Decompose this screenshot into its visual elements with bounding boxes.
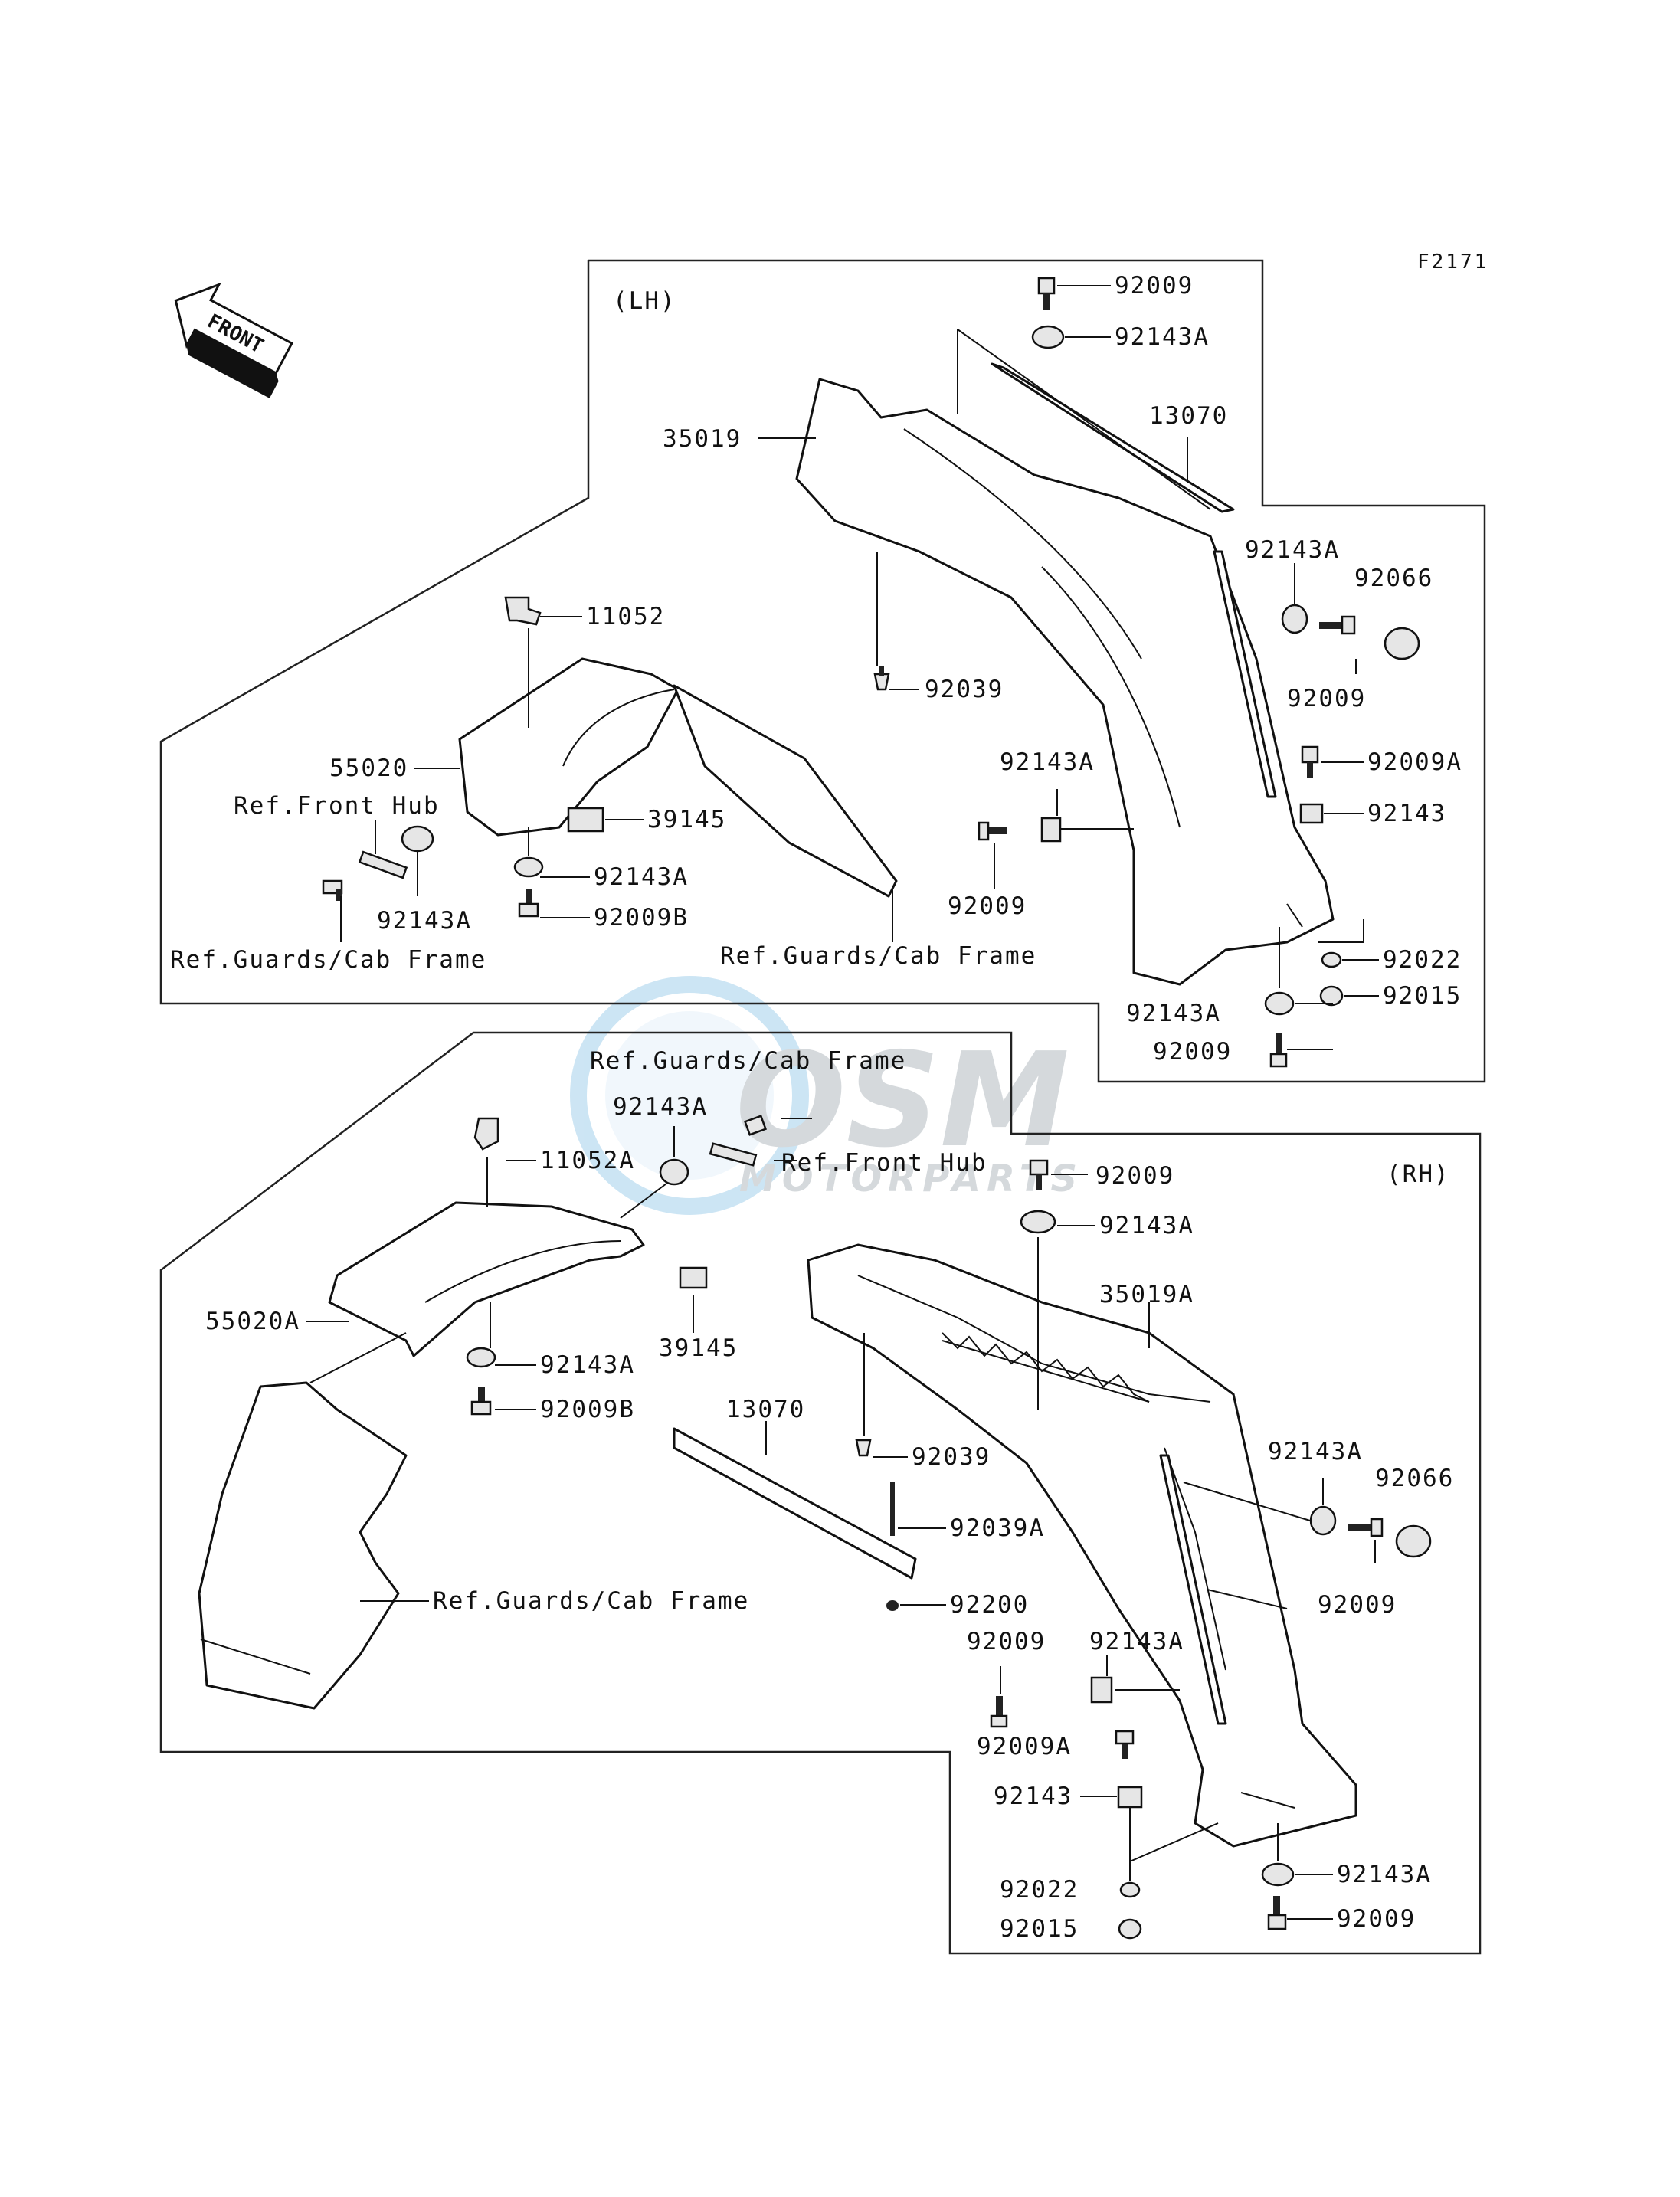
lh-label-92009B: 92009B <box>594 904 689 932</box>
rh-label-92143A-l: 92143A <box>540 1351 635 1379</box>
rh-mudguard-55020A <box>328 1201 645 1357</box>
lh-label-ref-guards-1: Ref.Guards/Cab Frame <box>170 946 486 974</box>
rh-guard-panel <box>198 1381 408 1710</box>
watermark-sub: MOTORPARTS <box>739 1157 1083 1200</box>
rh-label-92009-bot: 92009 <box>1337 1905 1416 1933</box>
rh-label-13070: 13070 <box>726 1396 805 1423</box>
rh-hardware <box>466 1115 1432 1940</box>
front-arrow-icon: FRONT <box>174 282 293 398</box>
rh-label-92009-r: 92009 <box>1318 1591 1397 1619</box>
rh-frame <box>159 1031 1482 1955</box>
rh-label-92143: 92143 <box>994 1783 1073 1810</box>
lh-label-92143: 92143 <box>1367 800 1446 827</box>
diagram-code: F2171 <box>1417 250 1488 273</box>
lh-mudguard-55020 <box>458 657 898 898</box>
lh-label-92009-top: 92009 <box>1115 272 1194 300</box>
rh-label-92009-top: 92009 <box>1095 1162 1174 1190</box>
rh-label-39145: 39145 <box>659 1334 738 1362</box>
rh-label-92009A: 92009A <box>977 1733 1072 1760</box>
lh-label-92066: 92066 <box>1354 565 1433 592</box>
rh-label-92066: 92066 <box>1375 1465 1454 1492</box>
lh-label-92143A-top: 92143A <box>1115 323 1210 351</box>
rh-label-35019A: 35019A <box>1099 1281 1194 1308</box>
lh-section-label: (LH) <box>613 287 676 315</box>
rh-section-label: (RH) <box>1387 1161 1450 1188</box>
rh-label-92143A-top: 92143A <box>1099 1212 1194 1239</box>
lh-strip-13070 <box>957 329 1235 513</box>
lh-fender-35019 <box>795 378 1335 986</box>
rh-label-ref-front-hub: Ref.Front Hub <box>781 1149 987 1177</box>
rh-label-92143A-r: 92143A <box>1268 1438 1363 1465</box>
lh-side-strip <box>1213 550 1277 798</box>
rh-label-92009-mid: 92009 <box>967 1628 1046 1655</box>
lh-label-92143A-bot: 92143A <box>1126 1000 1221 1027</box>
rh-label-ref-guards-bot: Ref.Guards/Cab Frame <box>433 1587 749 1615</box>
rh-fender-vents <box>942 1332 1150 1403</box>
rh-label-92022: 92022 <box>1000 1876 1079 1904</box>
lh-label-92143A-l2: 92143A <box>377 907 472 935</box>
lh-label-11052: 11052 <box>586 603 665 630</box>
rh-labels: Ref.Guards/Cab Frame 92143A 11052A Ref.F… <box>205 1047 1454 1943</box>
lh-label-92009A: 92009A <box>1367 748 1462 776</box>
rh-label-ref-guards-top: Ref.Guards/Cab Frame <box>590 1047 906 1075</box>
rh-label-92143A-tl: 92143A <box>613 1093 708 1121</box>
rh-label-11052A: 11052A <box>540 1147 635 1174</box>
lh-label-92039: 92039 <box>925 676 1004 703</box>
rh-label-92039: 92039 <box>912 1443 991 1471</box>
lh-label-92022: 92022 <box>1383 946 1462 974</box>
lh-label-35019: 35019 <box>663 425 742 453</box>
lh-label-92143A-r: 92143A <box>1245 536 1340 564</box>
lh-label-92015: 92015 <box>1383 982 1462 1010</box>
watermark-brand: OSM <box>735 1025 1069 1177</box>
lh-label-92009-r: 92009 <box>1287 685 1366 712</box>
lh-leaders <box>340 285 1379 1050</box>
lh-label-ref-guards-2: Ref.Guards/Cab Frame <box>720 942 1036 970</box>
lh-frame <box>159 259 1486 1083</box>
rh-strip-13070 <box>673 1427 917 1580</box>
rh-label-92015: 92015 <box>1000 1915 1079 1943</box>
lh-label-92009-mid: 92009 <box>948 892 1027 920</box>
lh-label-55020: 55020 <box>329 755 408 782</box>
rh-leaders <box>306 1118 1376 1920</box>
lh-label-ref-front-hub: Ref.Front Hub <box>234 792 440 820</box>
rh-label-55020A: 55020A <box>205 1308 300 1335</box>
rh-label-92143A-bot: 92143A <box>1337 1861 1432 1888</box>
lh-label-92143A-mid: 92143A <box>1000 748 1095 776</box>
rh-label-92143A-mid: 92143A <box>1089 1628 1184 1655</box>
osm-watermark: OSM MOTORPARTS <box>570 976 1083 1215</box>
rh-side-strip <box>1159 1454 1227 1725</box>
lh-hardware <box>322 277 1420 1068</box>
rh-label-92039A: 92039A <box>950 1514 1045 1542</box>
lh-label-13070: 13070 <box>1149 402 1228 430</box>
lh-label-39145: 39145 <box>647 806 726 833</box>
rh-label-92200: 92200 <box>950 1591 1029 1619</box>
rh-label-92009B: 92009B <box>540 1396 635 1423</box>
lh-labels: 92009 92143A 13070 35019 92143A 92066 92… <box>170 272 1462 1066</box>
lh-label-92143A-l: 92143A <box>594 863 689 891</box>
lh-label-92009-bot: 92009 <box>1153 1038 1232 1066</box>
